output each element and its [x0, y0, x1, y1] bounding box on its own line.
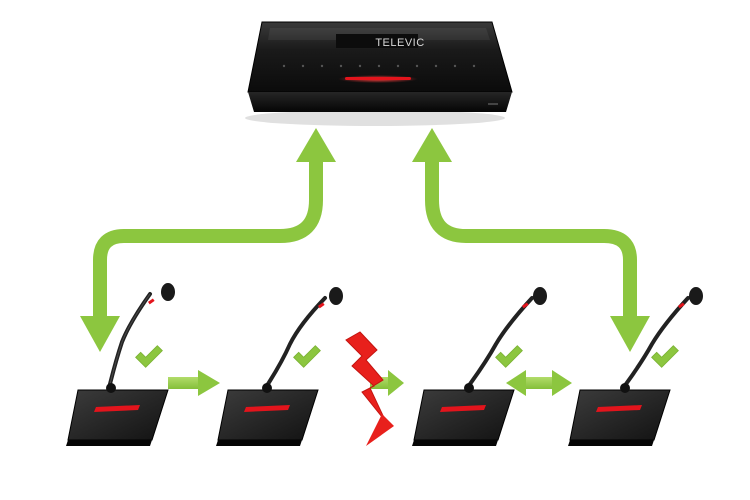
link-arrow-unit1-unit2: [168, 370, 220, 396]
status-check-icon-3: [495, 345, 523, 368]
delegate-unit-4: [568, 287, 703, 446]
link-arrow-right: [412, 128, 650, 352]
central-unit: TELEVIC: [245, 21, 513, 126]
status-check-icon-4: [651, 345, 679, 368]
central-unit-indicators: [282, 64, 476, 68]
status-check-icon-1: [135, 345, 163, 368]
delegate-unit-3: [412, 287, 547, 446]
link-arrow-left: [80, 128, 336, 352]
link-arrow-unit3-unit4: [506, 370, 572, 396]
lightning-bolt-icon: [345, 331, 394, 446]
delegate-unit-2: [216, 287, 343, 446]
status-check-icon-2: [293, 345, 321, 368]
central-unit-brand: TELEVIC: [375, 37, 424, 49]
delegate-unit-1: [66, 283, 175, 446]
